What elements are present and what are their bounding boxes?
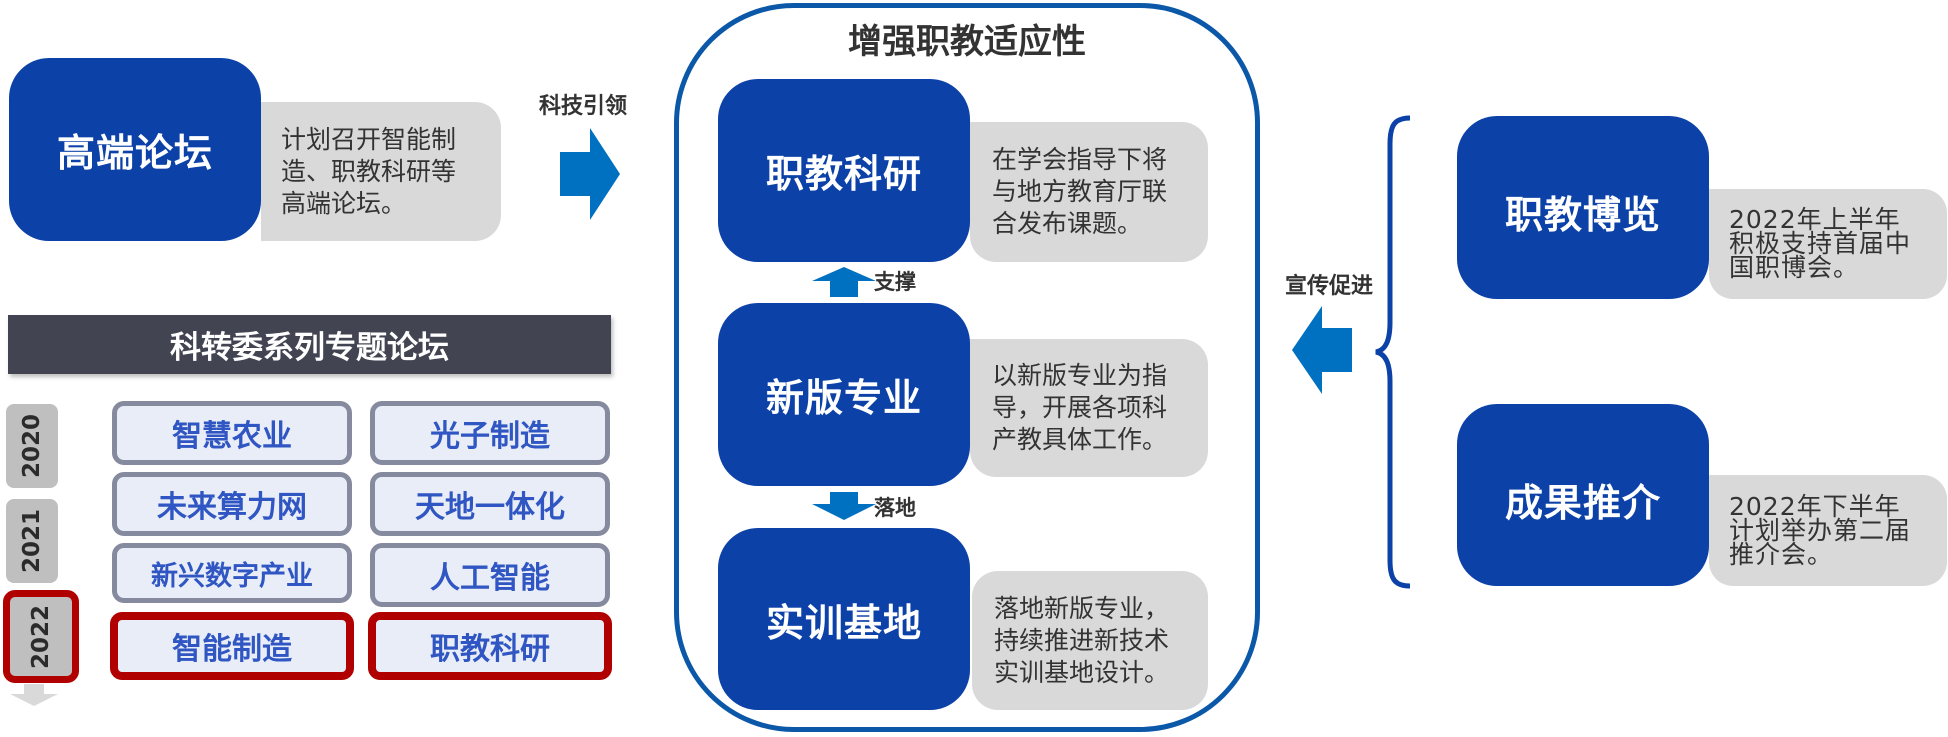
new-major-title: 新版专业 (765, 376, 922, 420)
tech-lead-label: 科技引领 (539, 94, 628, 119)
year-2022[interactable]: 2022 (3, 590, 79, 683)
achievement-promotion-title: 成果推介 (1504, 481, 1661, 525)
vocational-research-title: 职教科研 (765, 152, 922, 196)
training-base-box: 实训基地 (718, 528, 970, 710)
topic-future-computing-network[interactable]: 未来算力网 (112, 472, 352, 536)
training-base-title: 实训基地 (765, 600, 922, 645)
timeline-down-arrow-icon (10, 684, 58, 706)
forum-description-box: 计划召开智能制 造、职教科研等 高端论坛。 (261, 102, 501, 241)
topic-vocational-research[interactable]: 职教科研 (368, 612, 612, 680)
new-major-description-box: 以新版专业为指 导，开展各项科 产教具体工作。 (970, 339, 1208, 477)
achievement-promotion-description-box: 2022年下半年 计划举办第二届 推介会。 (1709, 475, 1947, 586)
vocational-research-description: 在学会指导下将 与地方教育厅联 合发布课题。 (992, 145, 1168, 238)
series-forum-header: 科转委系列专题论坛 (8, 315, 611, 374)
topic-photonic-manufacturing[interactable]: 光子制造 (370, 401, 610, 465)
support-label: 支撑 (874, 270, 916, 294)
vocational-research-description-box: 在学会指导下将 与地方教育厅联 合发布课题。 (970, 122, 1208, 262)
year-2021[interactable]: 2021 (6, 499, 58, 583)
forum-description: 计划召开智能制 造、职教科研等 高端论坛。 (281, 124, 457, 218)
right-arrow-icon (560, 128, 620, 220)
vocational-expo-title: 职教博览 (1504, 193, 1661, 237)
topic-emerging-digital-industry[interactable]: 新兴数字产业 (112, 543, 352, 603)
topic-artificial-intelligence[interactable]: 人工智能 (370, 543, 610, 607)
adaptability-title: 增强职教适应性 (848, 22, 1086, 62)
year-2020[interactable]: 2020 (6, 404, 58, 488)
training-base-description: 落地新版专业， 持续推进新技术 实训基地设计。 (994, 593, 1170, 687)
topic-space-ground-integration[interactable]: 天地一体化 (370, 472, 610, 536)
promotion-label: 宣传促进 (1285, 274, 1374, 299)
down-arrow-icon (812, 492, 876, 520)
forum-title-box: 高端论坛 (9, 58, 261, 241)
up-arrow-icon (812, 267, 876, 297)
achievement-promotion-description: 2022年下半年 计划举办第二届 推介会。 (1729, 491, 1912, 569)
new-major-box: 新版专业 (718, 303, 970, 486)
vocational-expo-box: 职教博览 (1457, 116, 1709, 299)
vocational-research-box: 职教科研 (718, 79, 970, 262)
brace-icon (1375, 115, 1411, 589)
left-arrow-icon (1292, 306, 1352, 394)
landing-label: 落地 (874, 496, 916, 520)
achievement-promotion-box: 成果推介 (1457, 404, 1709, 586)
vocational-expo-description: 2022年上半年 积极支持首届中 国职博会。 (1729, 205, 1912, 282)
new-major-description: 以新版专业为指 导，开展各项科 产教具体工作。 (992, 361, 1168, 454)
topic-smart-agriculture[interactable]: 智慧农业 (112, 401, 352, 465)
training-base-description-box: 落地新版专业， 持续推进新技术 实训基地设计。 (972, 571, 1208, 710)
forum-title: 高端论坛 (56, 131, 213, 175)
topic-intelligent-manufacturing[interactable]: 智能制造 (110, 612, 354, 680)
vocational-expo-description-box: 2022年上半年 积极支持首届中 国职博会。 (1709, 189, 1947, 299)
